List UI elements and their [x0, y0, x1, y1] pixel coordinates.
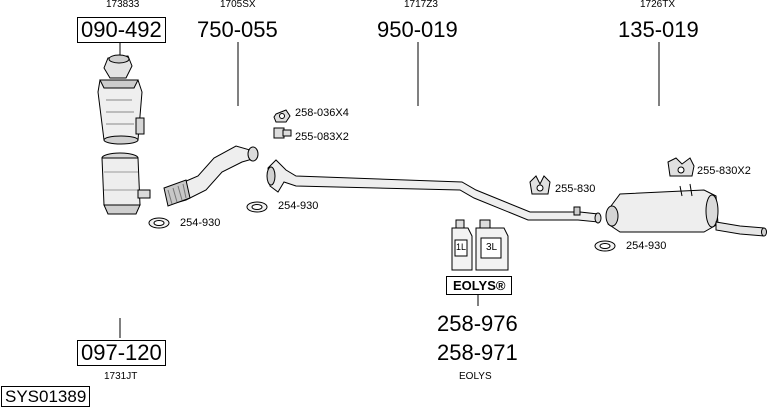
- gasket-filter-part: [148, 217, 170, 229]
- gasket-front-pipe-part-number[interactable]: 254-930: [278, 200, 319, 212]
- eolys-brand-label: EOLYS®: [446, 276, 513, 295]
- catalyst-reference-label: 173833: [106, 0, 140, 10]
- eolys-bottle-small: [451, 219, 473, 271]
- middle-pipe-reference-label: 1717Z3: [404, 0, 438, 10]
- front-pipe-part: [163, 145, 259, 207]
- eolys-part-number-a[interactable]: 258-976: [437, 311, 518, 336]
- rear-box-part: [605, 183, 767, 237]
- rear-box-reference-label: 1726TX: [640, 0, 676, 10]
- nut-part: [273, 109, 291, 123]
- particle-filter-part: [101, 152, 151, 215]
- particle-filter-part-number[interactable]: 097-120: [77, 340, 166, 366]
- eolys-caption: EOLYS: [459, 371, 492, 382]
- front-pipe-reference-label: 1705SX: [220, 0, 256, 10]
- middle-pipe-part: [266, 159, 602, 224]
- gasket-rear-part: [594, 240, 616, 252]
- eolys-bottle-large: [475, 219, 509, 271]
- catalyst-part: [97, 54, 145, 145]
- clamp-middle-part: [529, 175, 551, 195]
- eolys-bottle-small-label: 1L: [456, 242, 467, 252]
- eolys-part-number-b[interactable]: 258-971: [437, 340, 518, 365]
- gasket-front-pipe-part: [246, 201, 268, 213]
- bolt-part: [273, 127, 292, 139]
- rear-box-part-number[interactable]: 135-019: [618, 17, 699, 42]
- gasket-rear-part-number[interactable]: 254-930: [626, 240, 667, 252]
- bolt-part-number[interactable]: 255-083X2: [295, 131, 349, 143]
- system-code-label: SYS01389: [1, 386, 91, 407]
- hanger-rear-part: [667, 157, 695, 177]
- clamp-middle-part-number[interactable]: 255-830: [555, 183, 596, 195]
- eolys-bottle-large-label: 3L: [486, 242, 498, 253]
- middle-pipe-part-number[interactable]: 950-019: [377, 17, 458, 42]
- nut-part-number[interactable]: 258-036X4: [295, 107, 349, 119]
- catalyst-part-number[interactable]: 090-492: [77, 17, 166, 43]
- particle-filter-reference-label: 1731JT: [104, 371, 138, 382]
- gasket-filter-part-number[interactable]: 254-930: [180, 217, 221, 229]
- hanger-rear-part-number[interactable]: 255-830X2: [697, 165, 751, 177]
- front-pipe-part-number[interactable]: 750-055: [197, 17, 278, 42]
